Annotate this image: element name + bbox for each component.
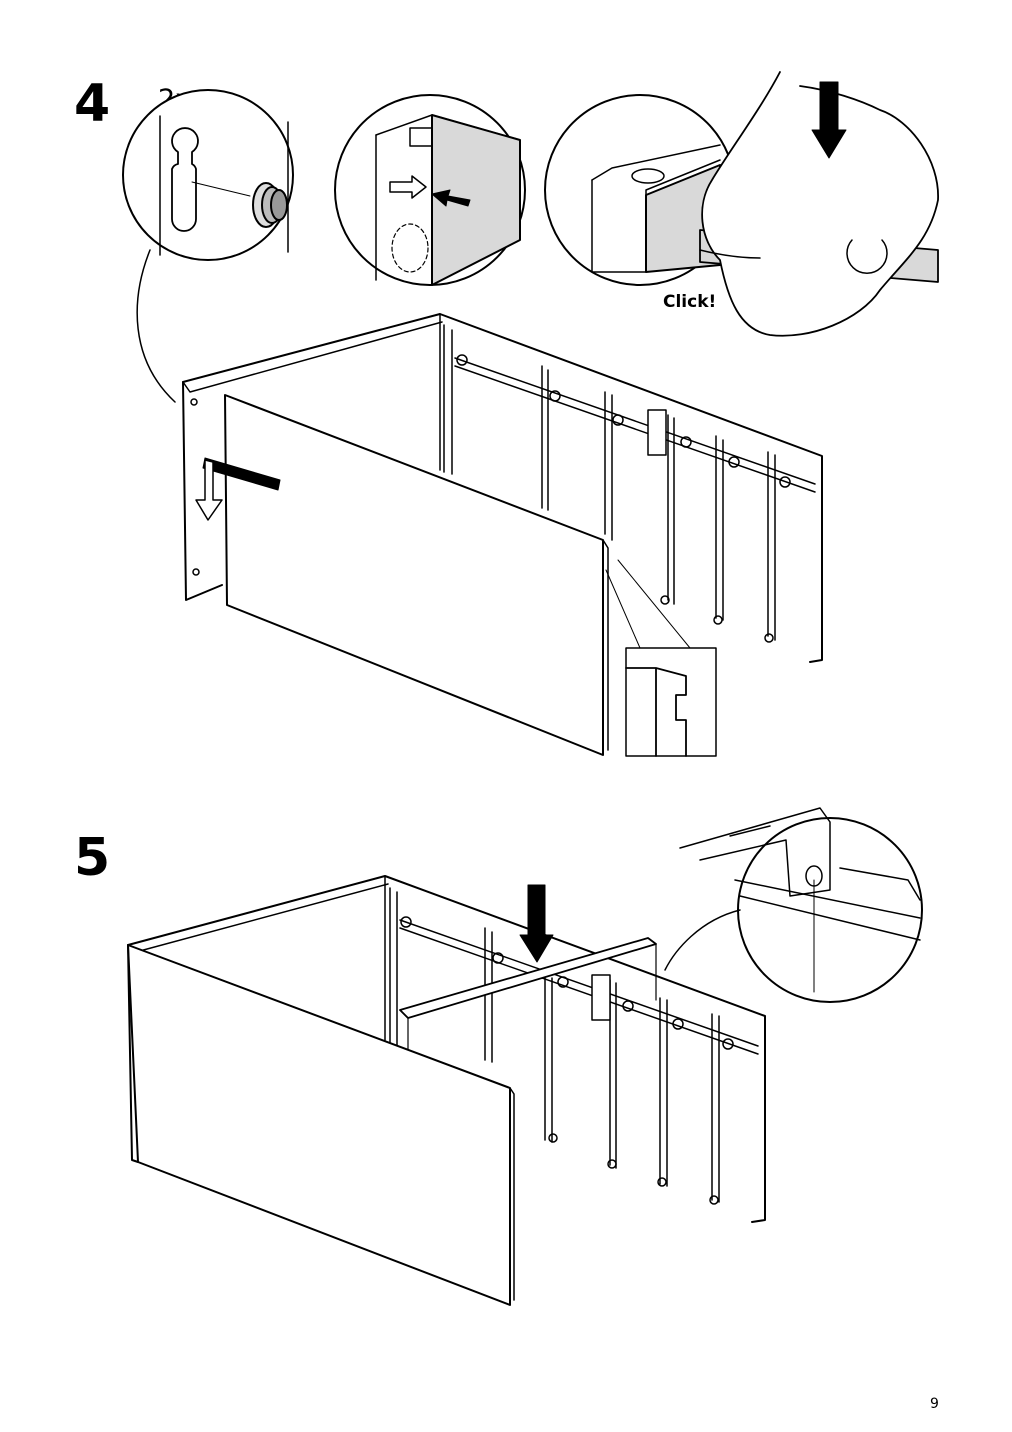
slide-arrow-icon — [202, 457, 281, 491]
step-5-number: 5 — [74, 828, 111, 888]
click-label: Click! — [663, 292, 717, 312]
push-arrow-icon-outline — [389, 175, 427, 199]
detail-circle-keyhole — [122, 89, 294, 403]
detail-circle-bracket — [664, 807, 923, 1003]
dowel-icon — [252, 182, 288, 228]
push-arrow-icon — [431, 189, 471, 207]
detail-circle-hand — [544, 71, 939, 337]
down-outline-arrow-icon — [195, 459, 223, 521]
keyhole-slot-icon — [171, 127, 199, 232]
step-4-number: 4 — [74, 74, 111, 134]
down-arrow-icon — [519, 884, 554, 963]
cabinet-step-4 — [182, 313, 823, 757]
page-number: 9 — [930, 1396, 939, 1412]
crossbar-rail-icon — [399, 937, 657, 1019]
cabinet-step-5 — [127, 875, 766, 1306]
step-4-illustration — [122, 71, 939, 757]
detail-circle-push — [334, 94, 526, 286]
down-arrow-icon — [811, 81, 847, 159]
